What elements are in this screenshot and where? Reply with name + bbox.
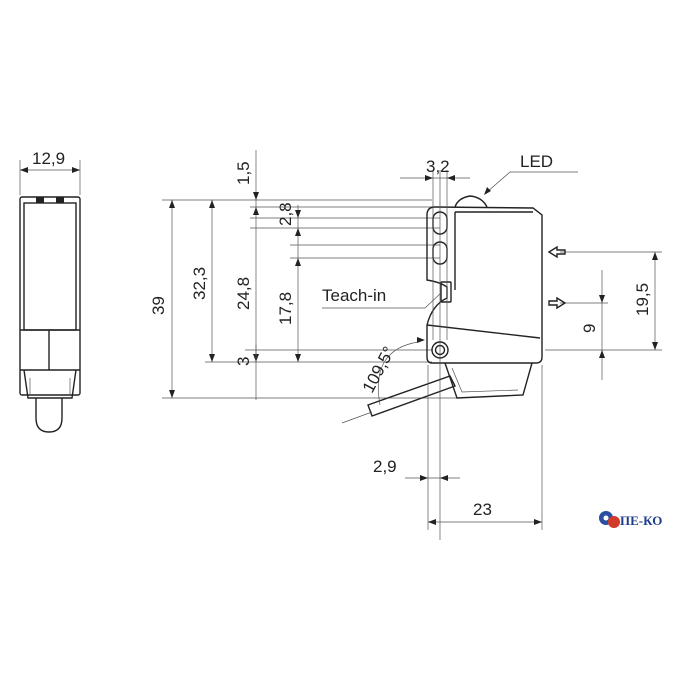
bottom-dimensions [405,365,543,530]
dim-angle: 109,5° [359,343,399,395]
dim-depth: 23 [473,500,492,519]
vertical-dimensions [169,150,301,400]
dim-height-total: 39 [149,296,168,315]
side-view [19,160,81,433]
led-label: LED [520,152,553,171]
dim-bottom-offset: 3 [234,357,253,366]
dim-axis-gap: 9 [580,324,599,333]
reference-lines [162,199,460,399]
dim-lens-width: 3,2 [426,157,450,176]
dim-axis-height: 19,5 [633,283,652,316]
dim-front-offset: 2,9 [373,457,397,476]
sensor-body [367,195,543,417]
teach-in-label: Teach-in [322,286,386,305]
logo-text: ПЕ-КО [620,513,662,528]
right-dimensions [545,245,662,380]
dim-height-1: 32,3 [190,267,209,300]
dim-height-2: 24,8 [234,277,253,310]
angle-dimension [341,337,425,424]
teach-in-leader [322,291,443,309]
dim-top-offset: 1,5 [234,161,253,185]
dim-width-side: 12,9 [32,149,65,168]
dim-lens-gap: 2,8 [276,202,295,226]
dim-height-3: 17,8 [276,292,295,325]
company-logo: ПЕ-КО [599,511,662,528]
